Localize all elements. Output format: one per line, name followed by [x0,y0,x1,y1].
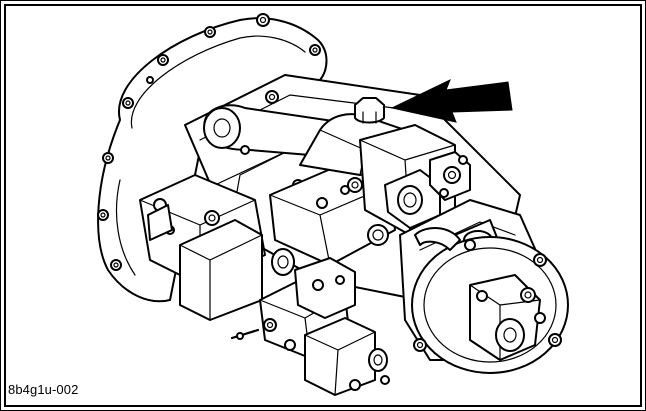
pipe-fittings [271,224,461,276]
gear-pump-block [359,124,471,236]
lower-control-valve [230,257,390,396]
arrow-icon [390,78,513,123]
fill-plug-icon [354,97,385,124]
figure-id-label: 8b4g1u-002 [8,382,79,397]
end-regulator [469,274,546,361]
